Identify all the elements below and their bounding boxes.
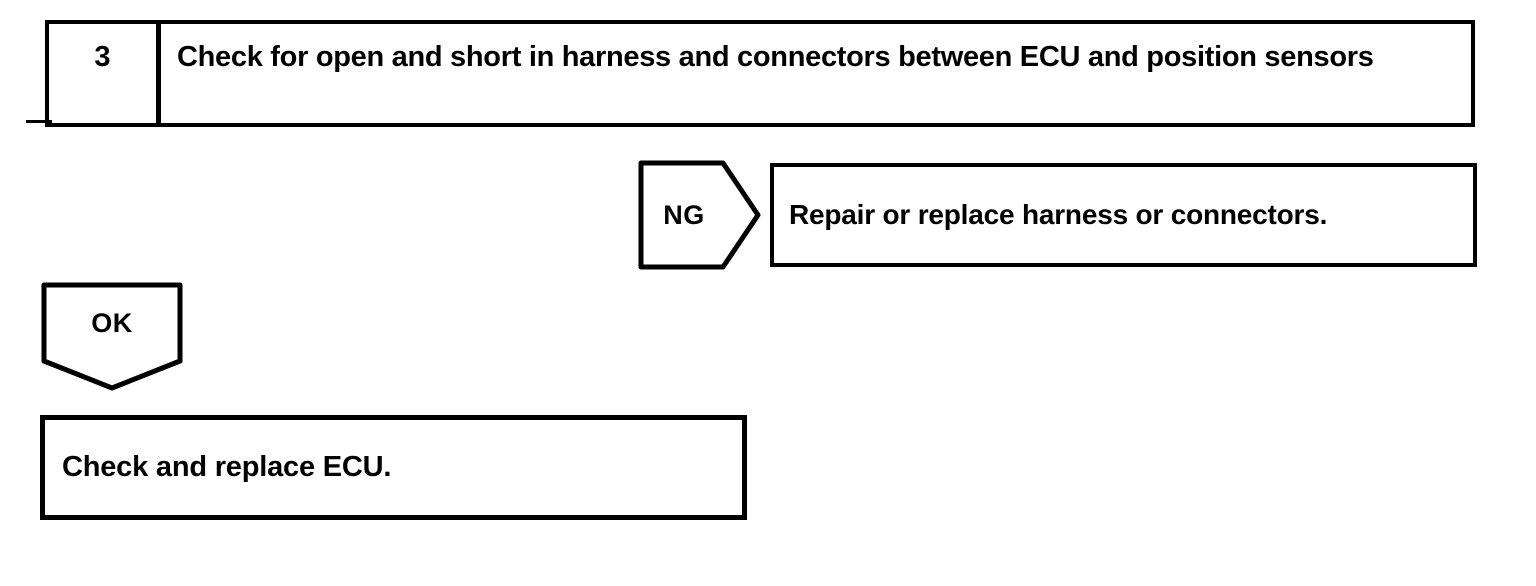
ok-arrow-pentagon-icon [41, 282, 183, 391]
ng-connector: NG [638, 160, 762, 270]
step-number: 3 [49, 24, 161, 123]
step-box: 3 Check for open and short in harness an… [45, 20, 1475, 127]
ok-action-text: Check and replace ECU. [62, 451, 392, 483]
ok-label: OK [91, 307, 133, 338]
ng-action-box: Repair or replace harness or connectors. [770, 163, 1477, 267]
ok-connector: OK [40, 282, 184, 392]
step-instruction: Check for open and short in harness and … [177, 41, 1374, 73]
ng-action-text: Repair or replace harness or connectors. [789, 199, 1328, 230]
print-tick-artifact [26, 120, 52, 123]
ok-action-box: Check and replace ECU. [40, 415, 747, 520]
ng-arrow-pentagon-icon [638, 160, 761, 270]
ng-label: NG [663, 199, 705, 230]
